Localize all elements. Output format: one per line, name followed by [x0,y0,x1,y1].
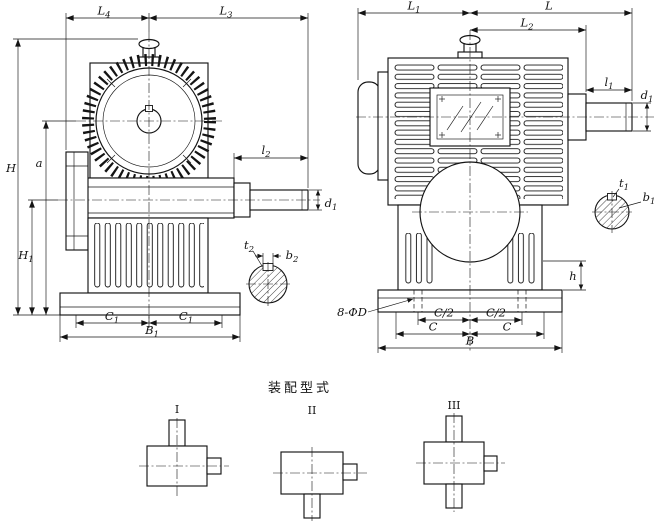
dim-label-t2: t2 [244,238,254,255]
dim-label-C-right: C [503,320,512,334]
variant-2-label: II [308,404,317,417]
dim-label-l2: l2 [261,143,270,160]
dim-label-C1-right: C1 [179,309,193,326]
dim-label-C1-left: C1 [105,309,119,326]
radial-cooling-fins [82,54,216,188]
dim-label-L2: L2 [519,16,533,33]
dim-label-d1-left: d1 [325,196,338,213]
variant-1: I [139,403,229,496]
dim-label-H: H [5,161,17,175]
left-view-dimensions: L4 L3 H a H1 l2 d1 C1 C1 B1 [5,4,338,342]
variant-3-label: III [447,399,460,412]
dim-label-C-half-right: C/2 [486,306,506,320]
dim-label-bolt-holes: 8-ΦD [337,305,367,319]
left-shaft-key-section: t2 b2 [244,238,298,306]
right-view [356,30,654,352]
dim-label-h: h [569,269,576,283]
variant-3: III [416,399,505,512]
dim-label-C-left: C [429,320,438,334]
dim-label-C-half-left: C/2 [434,306,454,320]
right-view-dimensions: L1 L L2 l1 d1 h 8-ΦD C/2 C/2 C C B [337,0,653,353]
dim-label-d1-right: d1 [641,88,654,105]
dim-label-b1: b1 [643,190,656,207]
dim-label-L4: L4 [96,4,110,21]
left-view [58,32,320,322]
vertical-fins-left [92,223,204,289]
dim-label-b2: b2 [286,248,299,265]
base-flange-left [59,292,241,316]
dim-label-t1: t1 [619,176,629,193]
dim-label-L3: L3 [218,4,232,21]
dim-label-L1: L1 [406,0,420,16]
variant-2: II [273,404,367,521]
right-shaft-key-section: t1 b1 [592,176,655,233]
dim-label-B: B [465,334,474,348]
assembly-title: 装配型式 [268,381,332,396]
worm-housing-band [73,177,235,219]
end-cover-flange [65,151,89,251]
dim-label-a: a [36,156,43,170]
dim-label-l1: l1 [604,75,613,92]
assembly-variants: 装配型式 I II III [139,381,505,521]
dim-label-B1: B1 [144,323,159,340]
worm-end-bell [357,81,381,175]
dim-label-L: L [544,0,553,13]
dim-label-H1: H1 [17,248,33,265]
variant-1-label: I [175,403,179,416]
